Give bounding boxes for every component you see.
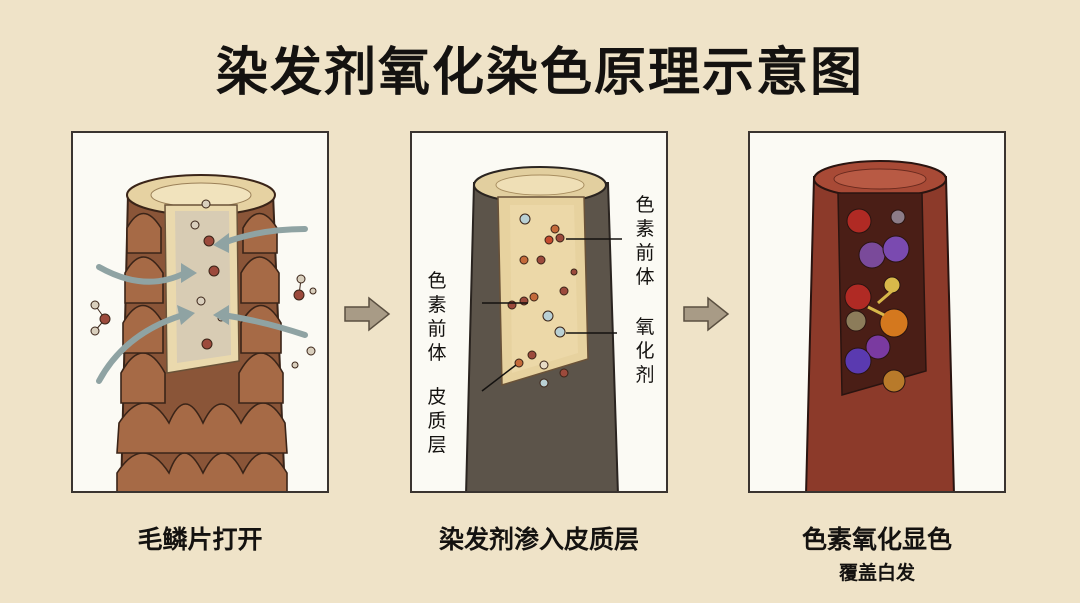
- hair-dyed-illustration: [805, 160, 955, 491]
- step-panel-dye-penetration: 色素前体 色素前体 氧化剂 皮质层: [410, 131, 668, 493]
- step-caption-2: 染发剂渗入皮质层: [438, 525, 639, 554]
- page-title: 染发剂氧化染色原理示意图: [215, 43, 864, 103]
- step-subcaption-3: 覆盖白发: [838, 562, 915, 584]
- step-caption-1: 毛鳞片打开: [137, 525, 263, 554]
- label-oxidizer: 氧化剂: [635, 316, 655, 386]
- label-cortex: 皮质层: [427, 386, 447, 456]
- step-arrow-icon: [683, 296, 730, 332]
- step-arrow-icon: [344, 296, 391, 332]
- hair-cortex-penetration-illustration: [465, 166, 622, 491]
- step-panel-color-development: [748, 131, 1006, 493]
- step-caption-3: 色素氧化显色: [801, 525, 952, 554]
- step-panel-cuticle-opening: [71, 131, 329, 493]
- label-pigment-precursor-right: 色素前体: [635, 194, 655, 288]
- hair-cuticle-open-illustration: [90, 174, 317, 491]
- label-pigment-precursor-left: 色素前体: [427, 270, 447, 364]
